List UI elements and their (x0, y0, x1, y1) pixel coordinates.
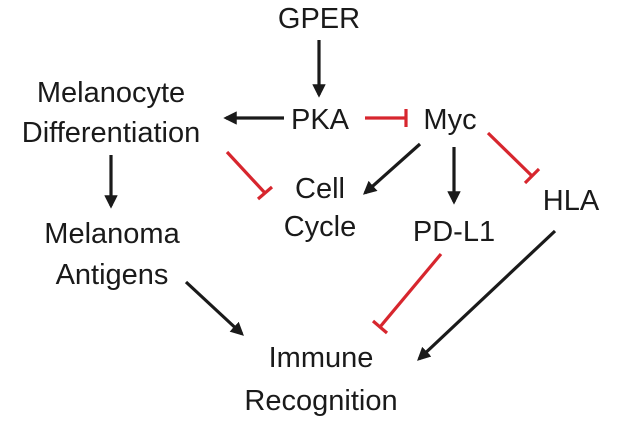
node-melanocyte-line1: Melanocyte (37, 77, 185, 109)
edge-melanoma-to-immune (184, 280, 244, 336)
node-myc: Myc (423, 104, 476, 136)
node-melanoma-line1: Melanoma (44, 218, 180, 250)
edge-melanocyte-inhibits-cellcycle (225, 150, 274, 201)
edge-myc-to-cellcycle (362, 142, 422, 195)
node-melanoma-line2: Antigens (56, 259, 169, 291)
node-cell-cycle-line1: Cell (295, 173, 345, 205)
node-pka: PKA (291, 104, 350, 136)
node-immune-line2: Recognition (244, 385, 397, 417)
edge-myc-inhibits-hla (486, 131, 541, 185)
node-melanocyte-line2: Differentiation (22, 117, 200, 149)
node-immune-line1: Immune (269, 342, 374, 374)
edge-pdl1-inhibits-immune (371, 252, 443, 335)
node-hla: HLA (543, 185, 600, 217)
edge-hla-to-immune (417, 229, 557, 361)
node-pdl1: PD-L1 (413, 216, 495, 248)
node-cell-cycle-line2: Cycle (284, 211, 357, 243)
edge-pka-inhibits-myc (365, 109, 408, 127)
node-gper: GPER (278, 3, 360, 35)
